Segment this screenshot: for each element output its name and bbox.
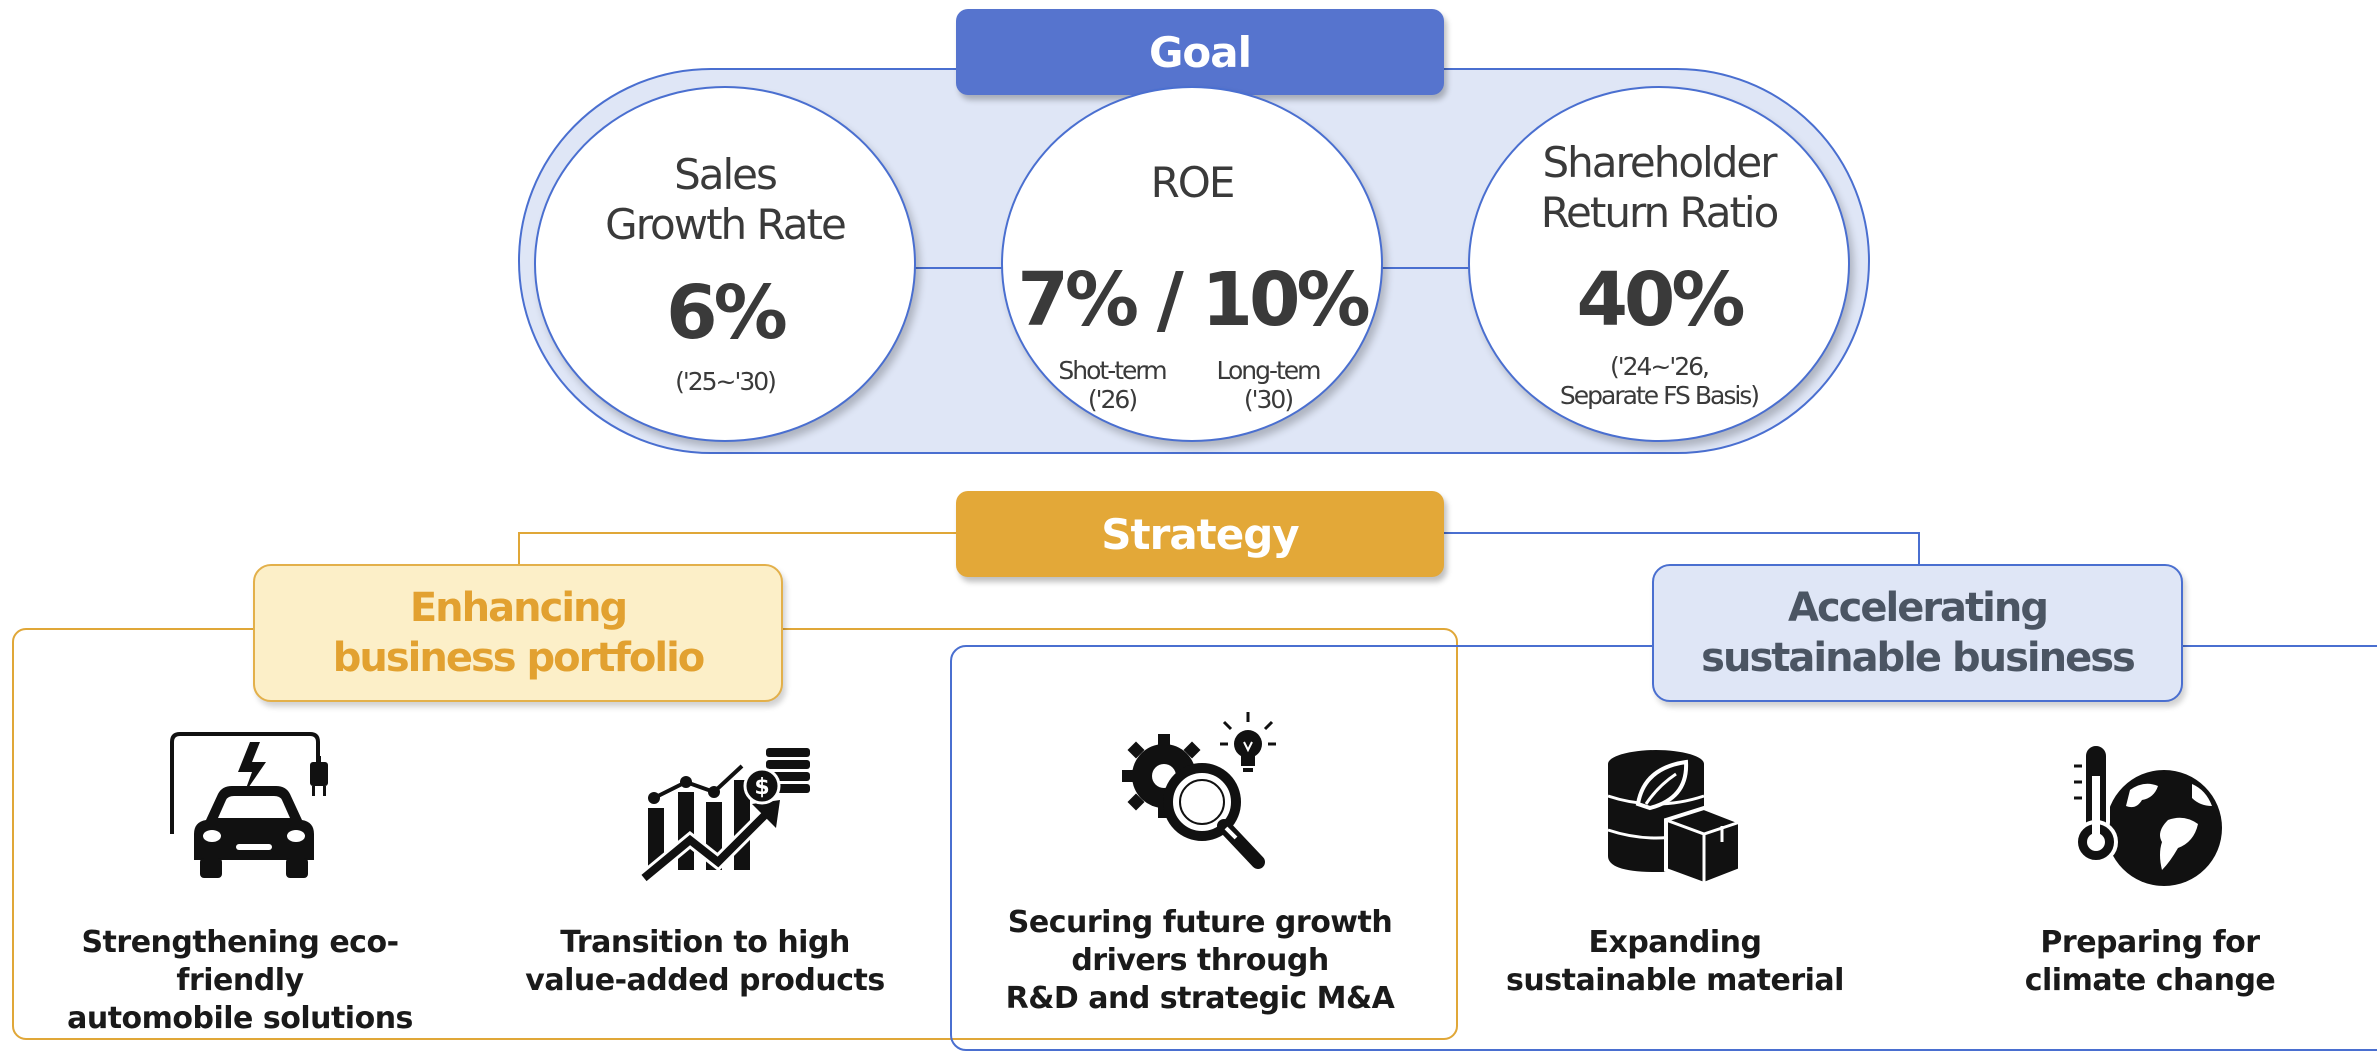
- roe-short-term-label: Shot-term ('26): [1058, 356, 1167, 414]
- growth-chart-coins-icon: $: [640, 744, 820, 884]
- goal-roe-circle: ROE 7% / 10% Shot-term ('26) Long-tem ('…: [1001, 86, 1383, 442]
- strategy-connector-left: [518, 532, 958, 534]
- goal-connector-right: [1376, 267, 1472, 269]
- shareholder-title: Shareholder Return Ratio: [1540, 138, 1780, 237]
- leaf-barrel-box-icon: [1604, 746, 1744, 886]
- sales-note: ('25~'30): [675, 367, 777, 396]
- strategy-connector-right: [1442, 532, 1920, 534]
- goal-shareholder-circle: Shareholder Return Ratio 40% ('24~'26, S…: [1468, 86, 1850, 442]
- item-label-high-value-products: Transition to high value-added products: [525, 925, 885, 998]
- shareholder-value: 40%: [1576, 257, 1745, 343]
- thermometer-globe-icon: [2072, 736, 2228, 892]
- gear-magnifier-lightbulb-icon: [1118, 710, 1288, 876]
- roe-title: ROE: [1150, 158, 1236, 207]
- goal-sales-circle: Sales Growth Rate 6% ('25~'30): [534, 86, 916, 442]
- strategy-header: Strategy: [956, 491, 1444, 577]
- category-enhancing-portfolio: Enhancing business portfolio: [253, 564, 783, 702]
- item-label-eco-friendly-automobile: Strengthening eco-friendly automobile so…: [67, 925, 413, 1036]
- goal-connector-left: [905, 267, 1005, 269]
- sales-value: 6%: [666, 270, 788, 356]
- item-label-sustainable-material: Expanding sustainable material: [1506, 925, 1844, 998]
- shareholder-note: ('24~'26, Separate FS Basis): [1559, 352, 1760, 410]
- item-label-climate-change: Preparing for climate change: [2024, 925, 2276, 998]
- strategy-connector-right-drop: [1918, 532, 1920, 566]
- sales-title: Sales Growth Rate: [605, 150, 847, 249]
- strategy-connector-left-drop: [518, 532, 520, 566]
- roe-long-term-label: Long-tem ('30): [1216, 356, 1321, 414]
- roe-value: 7% / 10%: [1017, 257, 1370, 343]
- item-label-future-growth-drivers: Securing future growth drivers through R…: [1005, 905, 1395, 1016]
- svg-text:$: $: [754, 775, 769, 800]
- ev-charging-car-icon: [160, 728, 340, 888]
- goal-header: Goal: [956, 9, 1444, 95]
- category-accelerating-sustainable: Accelerating sustainable business: [1652, 564, 2183, 702]
